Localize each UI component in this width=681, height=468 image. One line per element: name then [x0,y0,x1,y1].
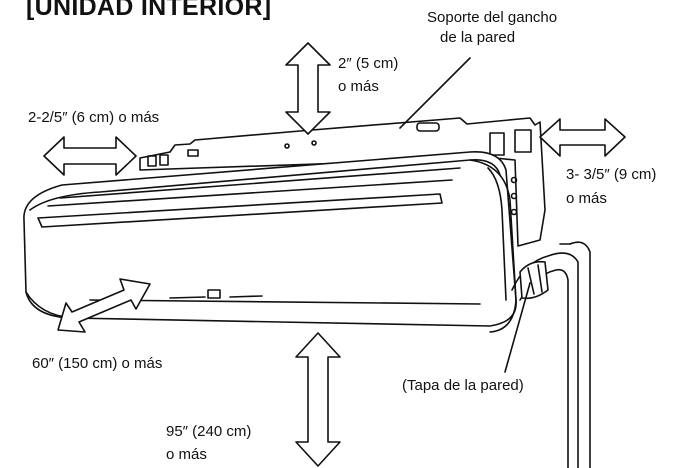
floor-clearance-arrow [295,332,341,467]
top-clearance-arrow [285,42,331,135]
drain-hose [511,241,591,468]
left-clearance-label: 2-2/5″ (6 cm) o más [28,109,160,126]
section-title: [UNIDAD INTERIOR] [26,0,272,21]
bracket-leader-line [399,57,471,129]
right-clearance-label-line2: o más [566,190,607,207]
top-clearance-label-line2: o más [338,78,379,95]
wall-hook-bracket [139,117,546,247]
front-clearance-label: 60″ (150 cm) o más [32,355,163,372]
indoor-unit-body [23,151,517,333]
right-clearance-label-line1: 3- 3/5″ (9 cm) [566,166,657,183]
bracket-label-line2: de la pared [440,29,516,46]
wall-cap-leader-line [504,282,531,373]
front-clearance-arrow [57,278,151,333]
left-clearance-arrow [43,136,137,176]
right-clearance-arrow [539,118,626,157]
bracket-label-line1: Soporte del gancho [427,9,558,26]
wall-cap-label: (Tapa de la pared) [402,377,524,394]
floor-clearance-label-line1: 95″ (240 cm) [166,423,252,440]
floor-clearance-label-line2: o más [166,446,207,463]
top-clearance-label-line1: 2″ (5 cm) [338,55,399,72]
